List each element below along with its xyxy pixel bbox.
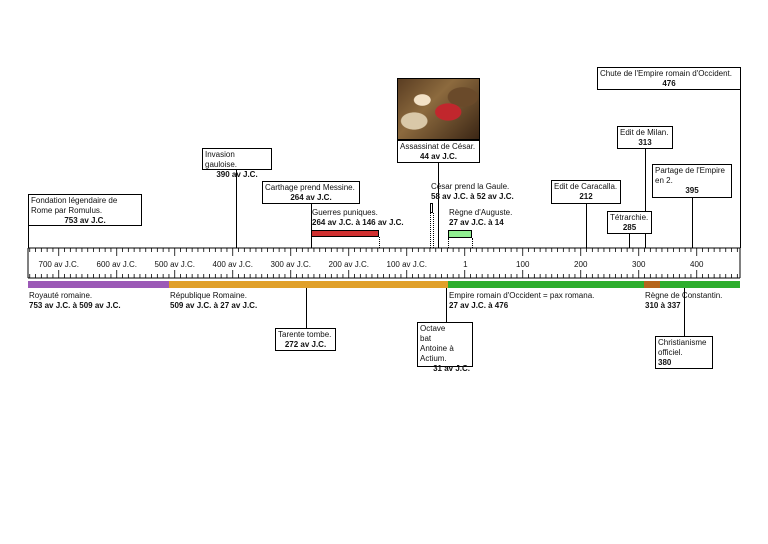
- tetrarchie-label: Tétrarchie.: [610, 213, 649, 222]
- tarente-label: Tarente tombe.: [278, 330, 332, 339]
- cesar-gaule-bar: [430, 203, 433, 213]
- assassinat-date: 44 av J.C.: [420, 152, 457, 161]
- caracalla-date: 212: [579, 192, 593, 201]
- carthage-label: Carthage prend Messine.: [265, 183, 355, 192]
- axis-tick-label: 600 av J.C.: [97, 260, 137, 269]
- carthage-connector: [311, 204, 312, 248]
- partage-label: Partage de l'Empire en 2.: [655, 166, 726, 185]
- milan-box: Edit de Milan. 313: [617, 126, 673, 149]
- royaute-bar: [28, 281, 169, 288]
- axis-tick-label: 700 av J.C.: [39, 260, 79, 269]
- cesar-gaule-connector-a: [430, 213, 431, 248]
- octave-box: Octave bat Antoine à Actium. 31 av J.C.: [417, 322, 473, 373]
- axis-ticks: [29, 248, 738, 278]
- fondation-box: Fondation légendaire de Rome par Romulus…: [28, 194, 142, 226]
- milan-connector: [645, 149, 646, 248]
- axis-tick-label: 400: [690, 260, 704, 269]
- fondation-date: 753 av J.C.: [64, 216, 106, 225]
- axis-tick-label: 1: [463, 260, 468, 269]
- axis-tick-label: 100: [516, 260, 530, 269]
- christianisme-connector: [684, 288, 685, 336]
- guerres-label: Guerres puniques. 264 av J.C. à 146 av J…: [312, 208, 404, 227]
- republique-bar: [169, 281, 448, 288]
- invasion-label: Invasion gauloise.: [205, 150, 238, 169]
- axis-tick-labels: 700 av J.C. 600 av J.C. 500 av J.C. 400 av …: [39, 260, 704, 269]
- cesar-gaule-connector-b: [433, 213, 434, 248]
- constantin-label: Règne de Constantin. 310 à 337: [645, 291, 723, 310]
- caesar-painting: [397, 78, 480, 140]
- christianisme-date: 380: [658, 358, 672, 367]
- tarente-box: Tarente tombe. 272 av J.C.: [275, 328, 336, 351]
- auguste-connector-b: [472, 238, 473, 248]
- caracalla-box: Edit de Caracalla. 212: [551, 180, 621, 204]
- chute-connector: [740, 90, 741, 248]
- assassinat-box: Assassinat de César. 44 av J.C.: [397, 140, 480, 163]
- axis-tick-label: 100 av J.C.: [387, 260, 427, 269]
- tarente-connector: [306, 288, 307, 328]
- invasion-date: 390 av J.C.: [216, 170, 258, 179]
- caracalla-label: Edit de Caracalla.: [554, 182, 618, 191]
- christianisme-box: Christianisme officiel. 380: [655, 336, 713, 369]
- tarente-date: 272 av J.C.: [284, 340, 327, 349]
- empire-label: Empire romain d'Occident = pax romana. 2…: [449, 291, 595, 310]
- chute-label: Chute de l'Empire romain d'Occident.: [600, 69, 733, 78]
- axis-tick-label: 200: [574, 260, 588, 269]
- fondation-connector: [28, 226, 29, 248]
- octave-label: Octave bat Antoine à Actium.: [420, 324, 454, 363]
- caracalla-connector: [586, 204, 587, 248]
- milan-label: Edit de Milan.: [620, 128, 669, 137]
- tetrarchie-connector: [629, 234, 630, 248]
- christianisme-label: Christianisme officiel.: [658, 338, 707, 357]
- axis-tick-label: 200 av J.C.: [329, 260, 369, 269]
- royaute-label: Royauté romaine. 753 av J.C. à 509 av J.…: [29, 291, 121, 310]
- cesar-gaule-label: César prend la Gaule. 58 av J.C. à 52 av…: [431, 182, 514, 201]
- auguste-bar: [448, 230, 472, 238]
- auguste-connector-a: [448, 238, 449, 248]
- chute-date: 476: [662, 79, 676, 88]
- tetrarchie-box: Tétrarchie. 285: [607, 211, 652, 234]
- axis-tick-label: 300 av J.C.: [271, 260, 311, 269]
- fondation-label: Fondation légendaire de Rome par Romulus…: [31, 196, 118, 215]
- invasion-box: Invasion gauloise. 390 av J.C.: [202, 148, 272, 179]
- assassinat-connector: [438, 163, 439, 248]
- carthage-date: 264 av J.C.: [290, 193, 332, 202]
- partage-connector: [692, 198, 693, 248]
- republique-label: République Romaine. 509 av J.C. à 27 av …: [170, 291, 258, 310]
- carthage-box: Carthage prend Messine. 264 av J.C.: [262, 181, 360, 204]
- empire-bar-end: [660, 281, 740, 288]
- partage-box: Partage de l'Empire en 2. 395: [652, 164, 732, 198]
- guerres-bar: [311, 230, 379, 237]
- tetrarchie-date: 285: [622, 223, 637, 232]
- milan-date: 313: [638, 138, 652, 147]
- chute-box: Chute de l'Empire romain d'Occident. 476: [597, 67, 741, 90]
- invasion-connector: [236, 170, 237, 248]
- auguste-label: Règne d'Auguste. 27 av J.C. à 14: [449, 208, 513, 227]
- axis-tick-label: 500 av J.C.: [155, 260, 195, 269]
- axis-tick-label: 400 av J.C.: [213, 260, 253, 269]
- constantin-bar: [644, 281, 660, 288]
- octave-connector: [446, 288, 447, 322]
- empire-bar: [448, 281, 644, 288]
- axis-tick-label: 300: [632, 260, 646, 269]
- partage-date: 395: [685, 186, 699, 195]
- guerres-end-connector: [379, 237, 380, 248]
- assassinat-label: Assassinat de César.: [400, 142, 476, 151]
- octave-date: 31 av J.C.: [433, 364, 470, 373]
